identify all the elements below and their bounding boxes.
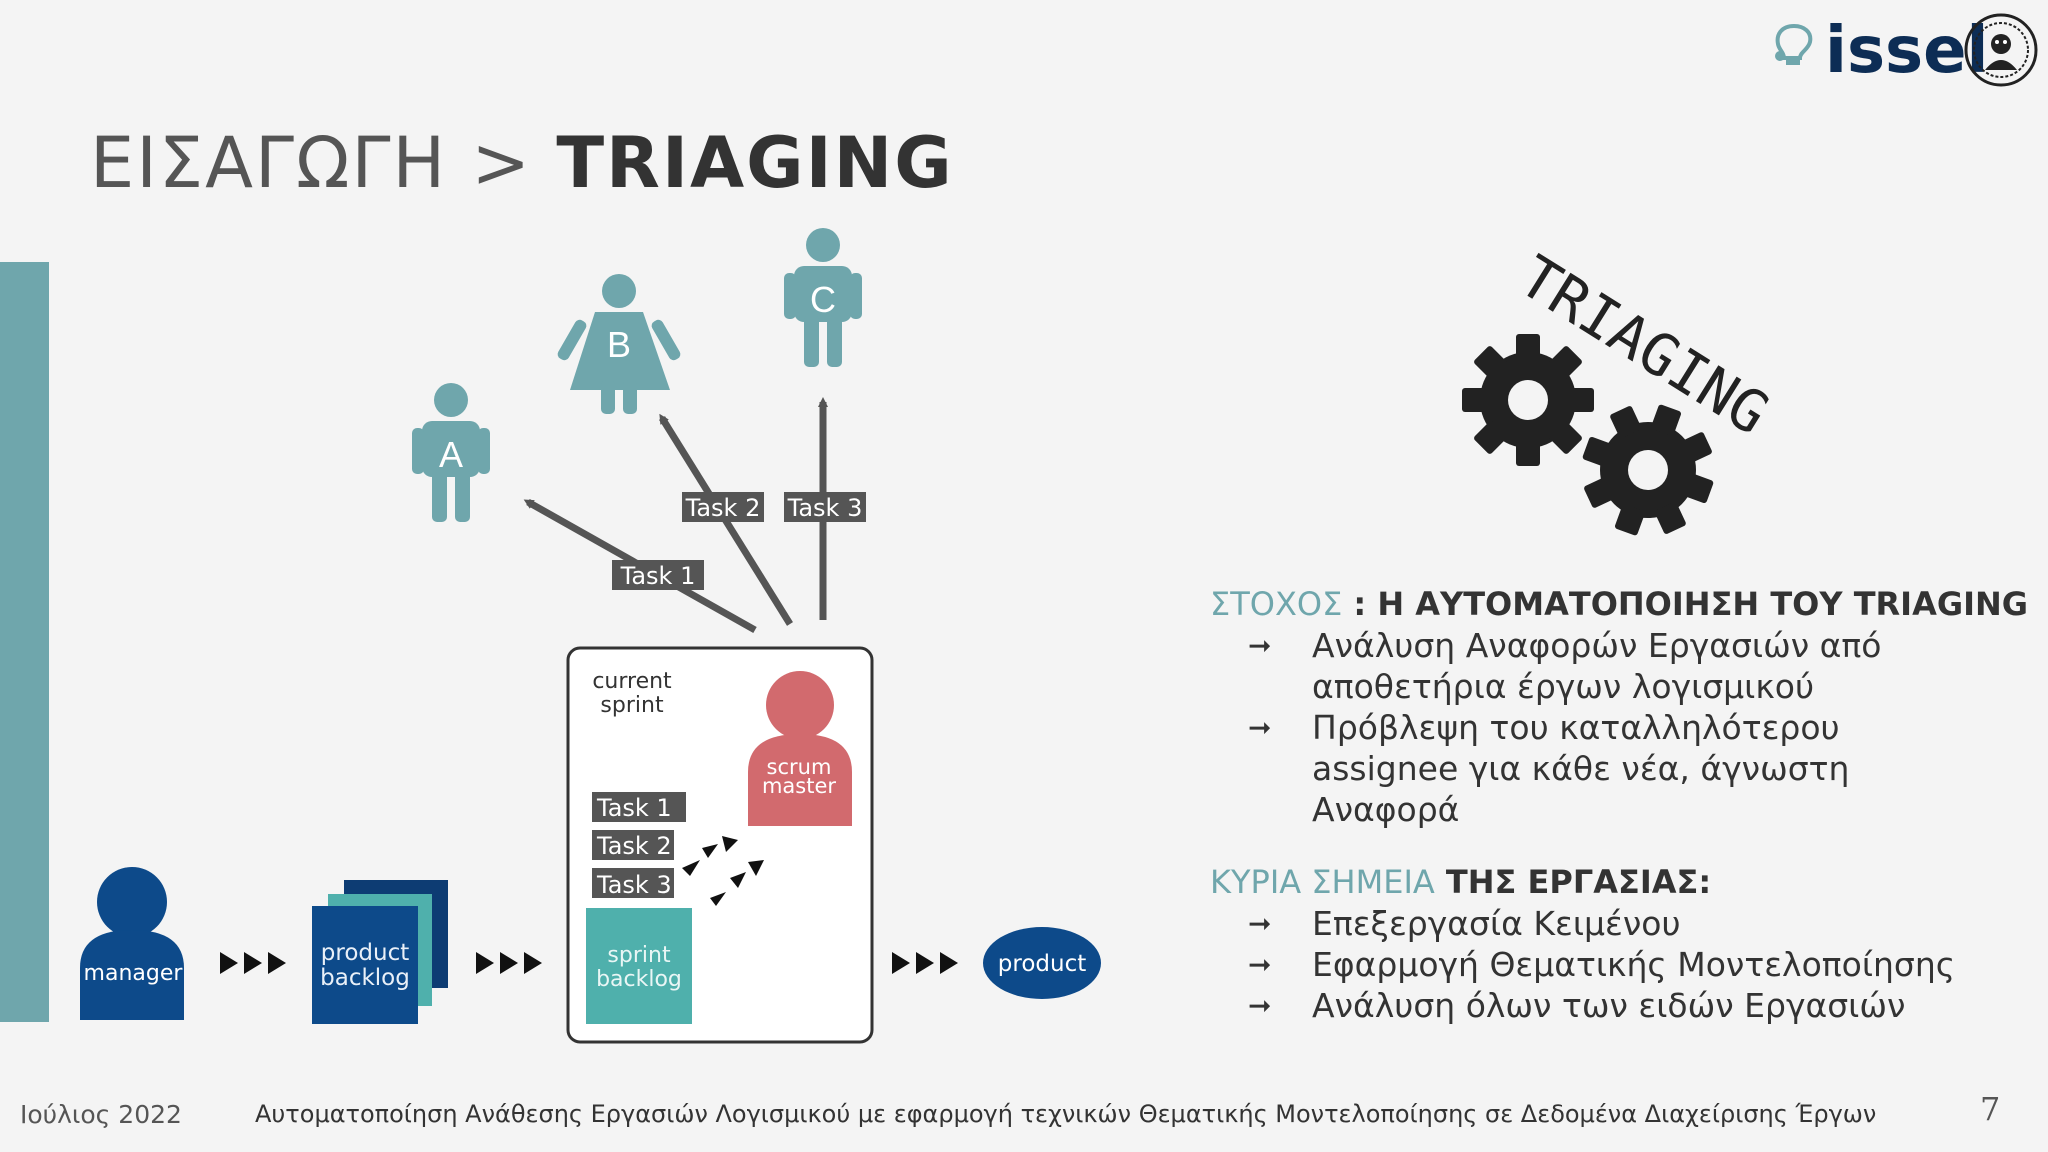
shuffle-arrows-icon	[682, 836, 764, 906]
person-b-label: B	[607, 324, 631, 365]
points-item-text: Εφαρμογή Θεματικής Μοντελοποίησης	[1312, 945, 1956, 984]
task1-arrow-label-bg	[612, 560, 704, 590]
goal-item: ➞ Ανάλυση Αναφορών Εργασιών από αποθετήρ…	[1210, 625, 1992, 707]
flow-arrows-2-icon	[476, 952, 542, 974]
goal-item: ➞ Πρόβλεψη του καταλληλότερου assignee γ…	[1210, 707, 1992, 830]
goal-heading-text: : Η ΑΥΤΟΜΑΤΟΠΟΙΗΣΗ ΤΟΥ TRIAGING	[1342, 585, 2029, 623]
title-main: TRIAGING	[556, 122, 954, 204]
sprint-task3: Task 3	[596, 871, 672, 899]
product-backlog-box	[312, 906, 418, 1024]
task2-arrow-label: Task 2	[685, 494, 761, 522]
issel-logo-icon	[1775, 23, 1813, 65]
page-number: 7	[1980, 1090, 2001, 1128]
flow-arrows-3-icon	[892, 952, 958, 974]
title-section: ΕΙΣΑΓΩΓΗ	[90, 122, 448, 204]
slide-title: ΕΙΣΑΓΩΓΗ > TRIAGING	[90, 122, 954, 204]
current-sprint-label-2: sprint	[600, 693, 664, 718]
points-label: ΚΥΡΙΑ ΣΗΜΕΙΑ	[1210, 863, 1435, 901]
goal-label: ΣΤΟΧΟΣ	[1210, 585, 1343, 623]
points-item-text: Επεξεργασία Κειμένου	[1312, 904, 1681, 943]
goal-heading: ΣΤΟΧΟΣ : Η ΑΥΤΟΜΑΤΟΠΟΙΗΣΗ ΤΟΥ TRIAGING	[1210, 584, 2028, 625]
goal-item-text: Ανάλυση Αναφορών Εργασιών από αποθετήρια…	[1312, 626, 1882, 706]
sprint-backlog-label-1: sprint	[607, 943, 671, 968]
task2-arrow-label-bg	[682, 492, 764, 522]
arrow-bullet-icon: ➞	[1248, 907, 1272, 940]
gear-small-icon	[1582, 404, 1714, 536]
manager-label: manager	[84, 961, 184, 986]
arrow-bullet-icon: ➞	[1248, 711, 1272, 744]
points-heading: ΚΥΡΙΑ ΣΗΜΕΙΑ ΤΗΣ ΕΡΓΑΣΙΑΣ:	[1210, 862, 2028, 903]
person-c-label: C	[810, 279, 836, 320]
points-list: ➞ Επεξεργασία Κειμένου ➞ Εφαρμογή Θεματι…	[1210, 903, 2028, 1026]
goal-section: ΣΤΟΧΟΣ : Η ΑΥΤΟΜΑΤΟΠΟΙΗΣΗ ΤΟΥ TRIAGING ➞…	[1210, 584, 2028, 1026]
sprint-backlog-label-2: backlog	[596, 967, 682, 992]
manager-icon	[80, 867, 184, 1020]
task3-arrow-label: Task 3	[787, 494, 863, 522]
scrum-master-icon	[748, 671, 852, 826]
points-item: ➞ Εφαρμογή Θεματικής Μοντελοποίησης	[1210, 944, 2028, 985]
product-backlog-label-1: product	[321, 940, 409, 966]
sprint-task3-bg	[592, 868, 674, 898]
title-separator: >	[471, 122, 533, 204]
accent-bar	[0, 262, 49, 1022]
person-c-icon	[784, 228, 862, 367]
sprint-task2: Task 2	[596, 832, 672, 860]
points-item-text: Ανάλυση όλων των ειδών Εργασιών	[1312, 986, 1906, 1025]
points-item: ➞ Ανάλυση όλων των ειδών Εργασιών	[1210, 985, 2028, 1026]
footer-thesis-title: Αυτοματοποίηση Ανάθεσης Εργασιών Λογισμι…	[255, 1100, 1877, 1128]
arrow-bullet-icon: ➞	[1248, 948, 1272, 981]
current-sprint-label-1: current	[592, 669, 672, 694]
product-label: product	[998, 951, 1086, 977]
arrow-bullet-icon: ➞	[1248, 629, 1272, 662]
points-item: ➞ Επεξεργασία Κειμένου	[1210, 903, 2028, 944]
points-heading-text: ΤΗΣ ΕΡΓΑΣΙΑΣ:	[1434, 863, 1712, 901]
gear-large-icon	[1462, 334, 1594, 466]
scrum-master-label-2: master	[762, 774, 836, 798]
arrow-bullet-icon: ➞	[1248, 989, 1272, 1022]
goal-item-text: Πρόβλεψη του καταλληλότερου assignee για…	[1312, 708, 1850, 829]
university-seal-icon	[1964, 13, 2038, 87]
person-a-label: A	[439, 434, 463, 475]
person-a-icon	[412, 383, 490, 522]
person-b-icon	[557, 274, 681, 414]
sprint-task2-bg	[592, 830, 674, 860]
scrum-master-label-1: scrum	[767, 755, 832, 779]
goal-list: ➞ Ανάλυση Αναφορών Εργασιών από αποθετήρ…	[1210, 625, 2028, 830]
sprint-backlog-box	[586, 908, 692, 1024]
product-backlog-label-2: backlog	[320, 965, 410, 991]
sprint-task1: Task 1	[596, 794, 672, 822]
product-ellipse	[983, 927, 1101, 999]
task3-arrow-label-bg	[784, 492, 866, 522]
sprint-task1-bg	[592, 792, 686, 822]
flow-arrows-1-icon	[220, 952, 286, 974]
footer-date: Ιούλιος 2022	[20, 1100, 182, 1129]
task1-arrow-label: Task 1	[620, 562, 696, 590]
logo-text: issel	[1825, 14, 1989, 88]
